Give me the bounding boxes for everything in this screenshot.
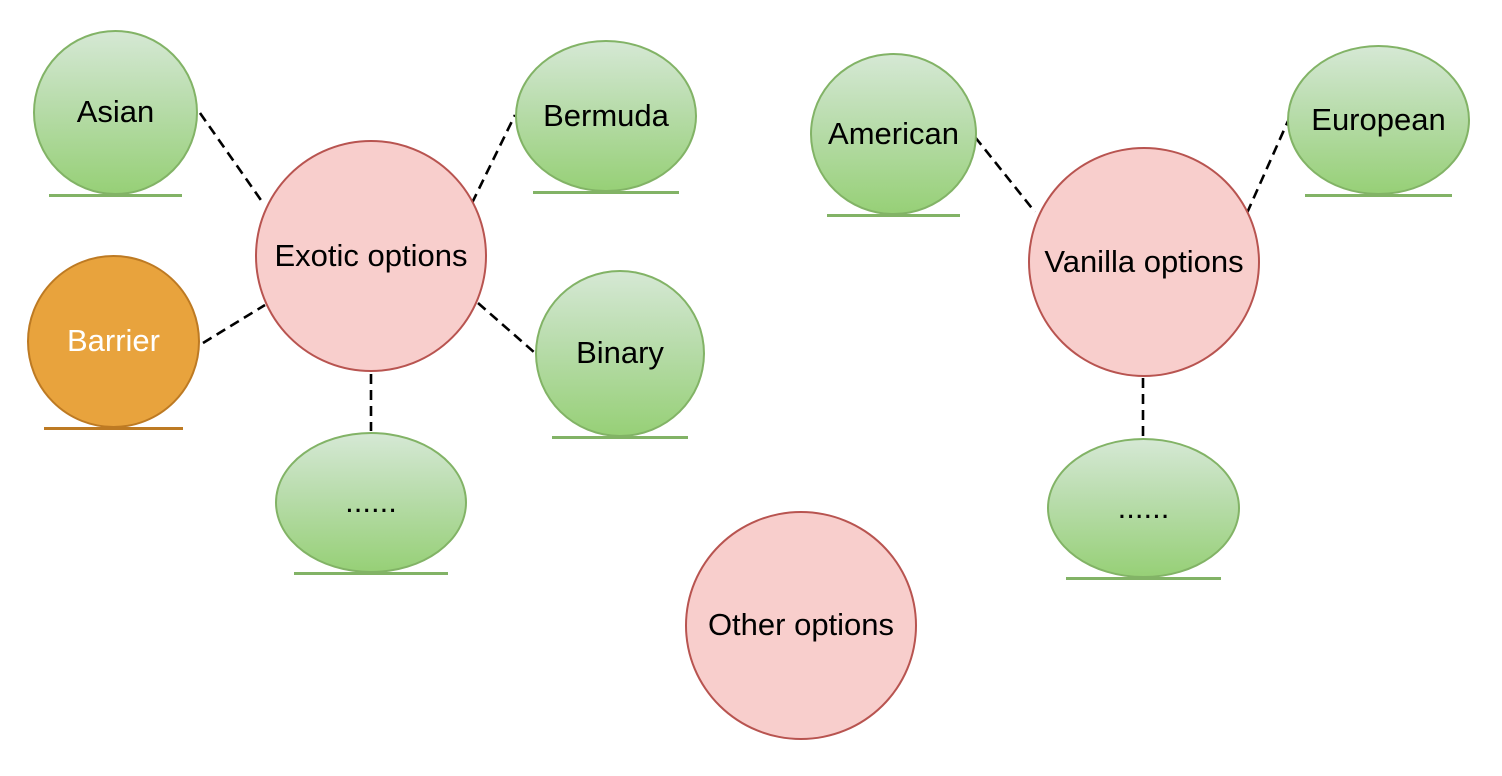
edge-vanilla-european xyxy=(1245,120,1290,214)
node-other-options-label: Other options xyxy=(707,607,895,643)
edge-barrier-exotic xyxy=(202,303,266,345)
edge-exotic-binary xyxy=(477,302,536,354)
node-exotic-options[interactable]: Exotic options xyxy=(255,140,487,372)
node-exotic-ellipsis-underline xyxy=(293,572,449,575)
node-bermuda-underline xyxy=(533,191,679,194)
node-exotic-ellipsis-label: ...... xyxy=(345,484,397,520)
node-asian[interactable]: Asian xyxy=(33,30,198,197)
node-barrier-label: Barrier xyxy=(66,323,160,359)
node-asian-label: Asian xyxy=(76,94,155,130)
node-binary-label: Binary xyxy=(576,335,664,371)
node-american[interactable]: American xyxy=(810,53,977,217)
node-vanilla-options[interactable]: Vanilla options xyxy=(1028,147,1260,377)
node-american-underline xyxy=(826,214,961,217)
node-european-underline xyxy=(1305,194,1452,197)
node-vanilla-ellipsis-label: ...... xyxy=(1117,489,1170,525)
edge-exotic-bermuda xyxy=(470,114,517,204)
node-binary[interactable]: Binary xyxy=(535,270,705,439)
node-bermuda[interactable]: Bermuda xyxy=(515,40,697,194)
node-american-label: American xyxy=(828,115,959,151)
node-asian-underline xyxy=(49,194,182,197)
node-exotic-options-label: Exotic options xyxy=(274,237,468,273)
edge-american-vanilla xyxy=(973,136,1037,213)
node-european[interactable]: European xyxy=(1287,45,1470,197)
node-vanilla-ellipsis-underline xyxy=(1066,577,1221,580)
node-bermuda-label: Bermuda xyxy=(543,97,669,133)
node-barrier[interactable]: Barrier xyxy=(27,255,200,430)
node-european-label: European xyxy=(1311,101,1446,137)
node-barrier-underline xyxy=(44,427,183,430)
node-binary-underline xyxy=(551,436,689,439)
node-other-options[interactable]: Other options xyxy=(685,511,917,740)
node-exotic-ellipsis[interactable]: ...... xyxy=(275,432,467,575)
node-vanilla-ellipsis[interactable]: ...... xyxy=(1047,438,1240,580)
node-vanilla-options-label: Vanilla options xyxy=(1044,243,1244,279)
edge-asian-exotic xyxy=(198,112,265,204)
